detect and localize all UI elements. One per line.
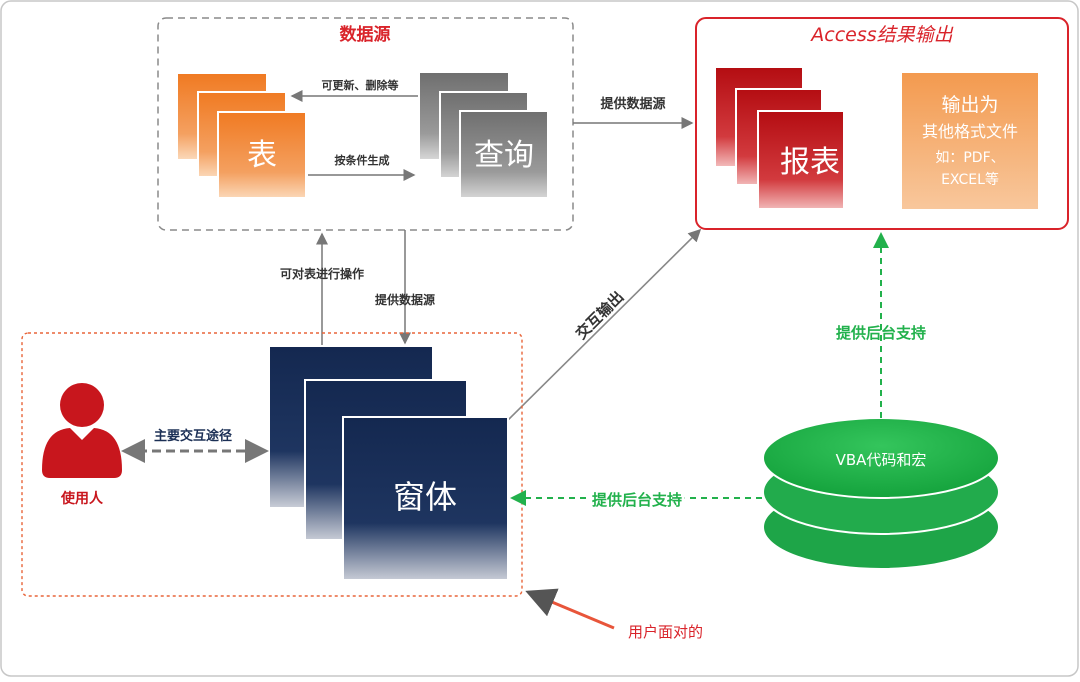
vba-stack: VBA代码和宏 — [762, 417, 1000, 570]
access-output-title: Access结果输出 — [809, 24, 953, 46]
edge-backend-support-bottom: 提供后台支持 — [592, 491, 682, 509]
table-label: 表 — [247, 138, 277, 173]
user-label: 使用人 — [60, 490, 104, 507]
edge-provide-data-top: 提供数据源 — [600, 96, 665, 112]
user-icon — [42, 383, 122, 478]
access-output-group: Access结果输出 报表 输出为 其他格式文件 如：PDF、 EXCEL等 — [695, 17, 1069, 230]
edge-backend-support-right: 提供后台支持 — [836, 324, 926, 342]
vba-label: VBA代码和宏 — [836, 451, 927, 469]
arrow-top-label: 可更新、删除等 — [322, 78, 399, 92]
export-box-group: 输出为 其他格式文件 如：PDF、 EXCEL等 — [902, 73, 1038, 209]
access-output-box — [695, 17, 1069, 230]
export-line-2: 其他格式文件 — [922, 122, 1018, 141]
arrow-user-facing — [525, 588, 615, 630]
edge-operate-table: 可对表进行操作 — [280, 266, 364, 281]
query-label: 查询 — [474, 138, 534, 173]
arrow-form-to-access — [507, 228, 702, 421]
datasource-box — [157, 17, 574, 231]
user-facing-label: 用户面对的 — [628, 623, 703, 641]
table-stack: 表 — [178, 74, 307, 199]
arrow-bottom-label: 按条件生成 — [335, 153, 390, 167]
export-line-1: 输出为 — [941, 94, 998, 116]
user-facing-box — [21, 332, 523, 597]
form-stack: 窗体 — [270, 347, 509, 581]
report-label: 报表 — [780, 145, 840, 180]
export-box — [902, 73, 1038, 209]
query-stack: 查询 — [420, 73, 549, 199]
export-line-4: EXCEL等 — [941, 171, 999, 188]
report-stack: 报表 — [716, 68, 845, 210]
export-line-3: 如：PDF、 — [935, 150, 1004, 166]
edge-main-path: 主要交互途径 — [154, 428, 232, 444]
datasource-group: 数据源 表 查询 可更新、删除等 按条件生成 — [157, 17, 574, 231]
report-card-front — [757, 110, 845, 210]
table-card-front — [217, 111, 307, 199]
edge-provide-data-mid: 提供数据源 — [375, 292, 435, 307]
edge-interactive-output: 交互输出 — [572, 288, 627, 343]
form-card-front — [342, 416, 509, 581]
form-label: 窗体 — [393, 478, 457, 516]
query-card-front — [459, 110, 549, 199]
datasource-title: 数据源 — [340, 24, 391, 45]
